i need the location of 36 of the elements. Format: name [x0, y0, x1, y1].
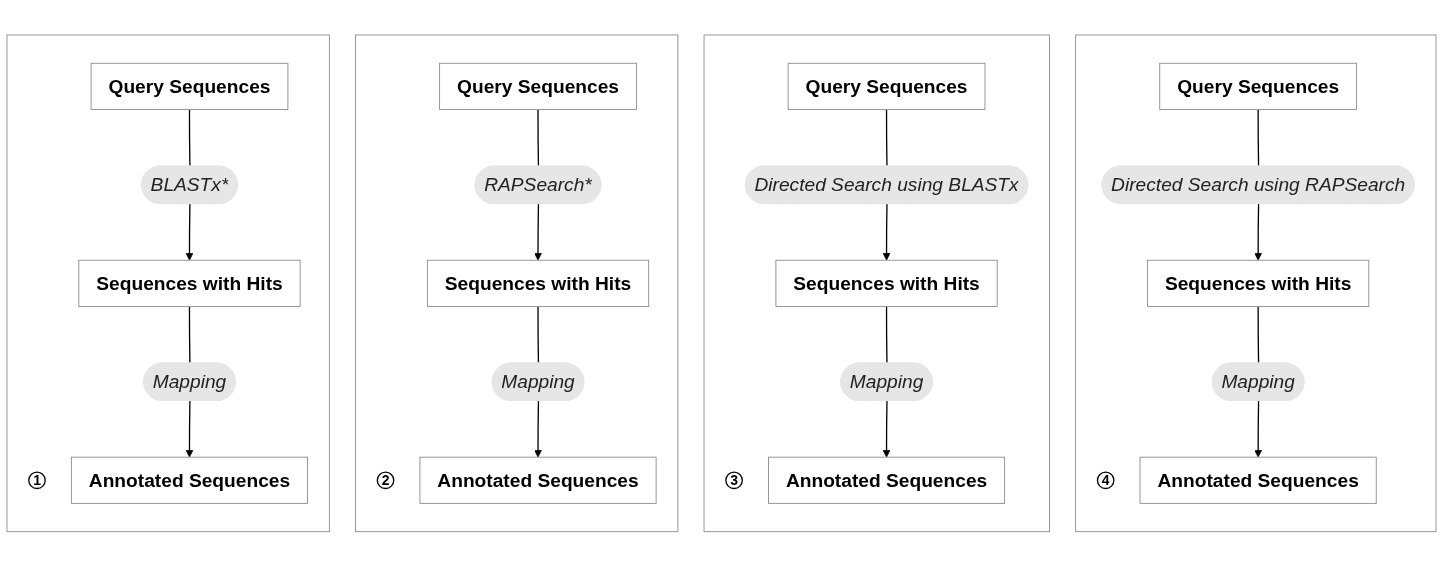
node-box: Sequences with Hits — [426, 259, 650, 308]
node-box: Annotated Sequences — [768, 456, 1006, 504]
node-box: Sequences with Hits — [1147, 259, 1370, 308]
node-box: Annotated Sequences — [70, 456, 309, 504]
cluster — [703, 34, 1050, 533]
cluster — [6, 34, 330, 533]
node-box: Annotated Sequences — [419, 456, 657, 504]
arrow — [1254, 400, 1262, 458]
connector — [1257, 305, 1260, 365]
cluster — [355, 34, 679, 533]
node-circle: 4 — [1096, 471, 1115, 490]
connector — [885, 305, 888, 365]
arrow — [185, 203, 194, 261]
cluster — [1075, 34, 1437, 533]
arrow — [534, 203, 542, 261]
node-circle: 2 — [376, 471, 395, 490]
node-circle: 3 — [725, 471, 743, 490]
node-circle: 1 — [28, 471, 46, 490]
connector — [188, 109, 191, 168]
connector — [1257, 109, 1260, 168]
node-box: Sequences with Hits — [78, 259, 301, 308]
node-box: Query Sequences — [439, 63, 637, 111]
connector — [885, 109, 888, 168]
arrow — [882, 203, 891, 261]
node-box: Query Sequences — [787, 63, 986, 111]
node-box: Query Sequences — [90, 63, 289, 111]
arrow — [185, 400, 194, 458]
node-box: Sequences with Hits — [775, 259, 998, 308]
arrow — [534, 400, 542, 458]
connector — [188, 305, 191, 365]
connector — [537, 109, 540, 168]
arrow — [882, 400, 891, 458]
arrow — [1254, 203, 1262, 261]
connector — [537, 305, 540, 365]
node-box: Annotated Sequences — [1139, 456, 1377, 504]
node-box: Query Sequences — [1159, 63, 1357, 111]
